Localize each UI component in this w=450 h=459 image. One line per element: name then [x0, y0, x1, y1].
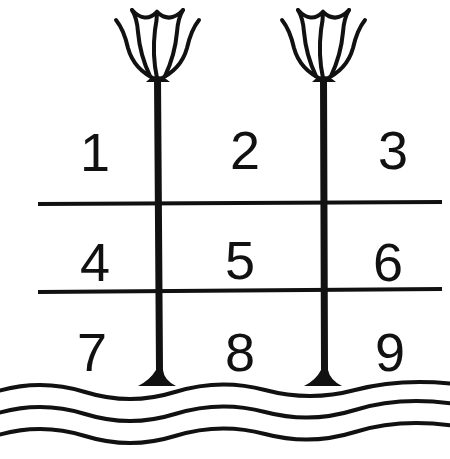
callout-number: 6	[373, 235, 403, 289]
callout-number: 7	[77, 325, 107, 379]
callout-number: 9	[375, 325, 405, 379]
lotus-flower	[116, 10, 199, 80]
callout-number: 3	[378, 123, 408, 177]
callout-number: 4	[80, 235, 110, 289]
callout-number: 8	[225, 325, 255, 379]
callout-number: 2	[230, 123, 260, 177]
callout-number: 1	[80, 125, 110, 179]
grid-line	[38, 289, 442, 292]
water-waves	[0, 382, 450, 443]
callout-number: 5	[225, 233, 255, 287]
stem	[304, 78, 342, 386]
lotus-flower	[282, 10, 365, 80]
stem	[138, 78, 176, 386]
grid-line	[38, 202, 442, 204]
